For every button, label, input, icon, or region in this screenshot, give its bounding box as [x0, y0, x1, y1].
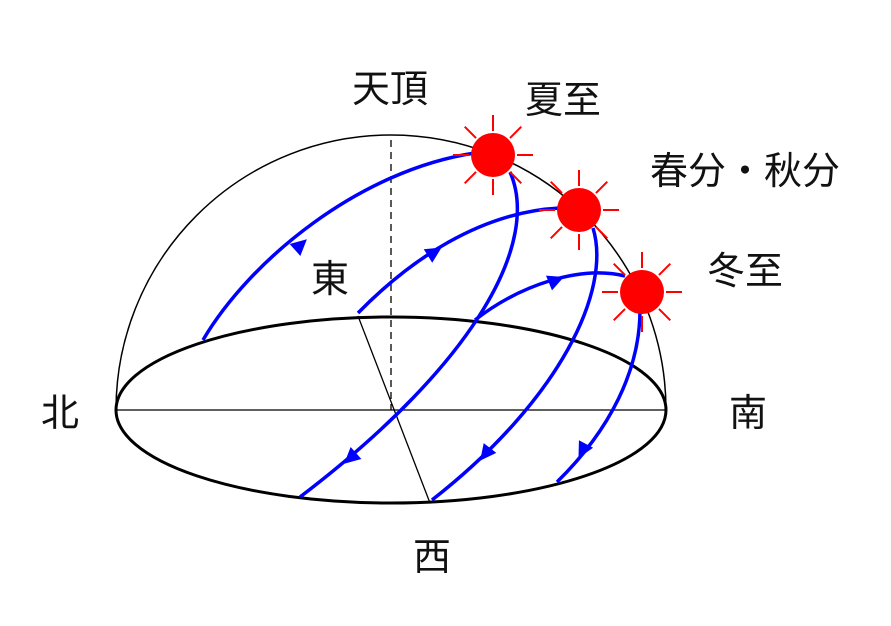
sun-disc	[471, 133, 515, 177]
label-south: 南	[729, 391, 767, 435]
summer-path-rising	[201, 151, 476, 341]
summer-path-setting	[298, 171, 520, 499]
east-west-line	[357, 315, 431, 504]
label-summer-solstice: 夏至	[525, 78, 601, 122]
arrow-icon	[344, 447, 362, 464]
arrow-icon	[289, 239, 307, 256]
sun-ray	[658, 308, 671, 321]
equinox-path-setting	[430, 227, 599, 502]
sun-ray	[550, 226, 563, 239]
sun-disc	[557, 188, 601, 232]
label-north: 北	[41, 391, 79, 435]
sun-ray	[595, 181, 608, 194]
winter-path-setting	[555, 309, 642, 484]
sun-icon-summer	[453, 115, 533, 195]
arrow-icon	[546, 275, 564, 291]
sun-ray	[613, 308, 626, 321]
sun-disc	[620, 270, 664, 314]
arrow-icon	[480, 443, 497, 461]
sun-ray	[658, 263, 671, 276]
sun-ray	[464, 171, 477, 184]
label-equinox: 春分・秋分	[650, 149, 840, 193]
sun-ray	[595, 226, 608, 239]
sun-ray	[509, 171, 522, 184]
label-east: 東	[311, 257, 349, 301]
sun-ray	[550, 181, 563, 194]
sun-icon-equinox	[539, 170, 619, 250]
sun-ray	[509, 126, 522, 139]
equinox-path-rising	[356, 206, 561, 315]
arrow-icon	[578, 440, 594, 459]
sun-ray	[464, 126, 477, 139]
sun-ray	[613, 263, 626, 276]
label-west: 西	[413, 535, 451, 579]
sun-icon-winter	[602, 252, 682, 332]
label-winter-solstice: 冬至	[707, 249, 783, 293]
arrow-icon	[423, 247, 442, 263]
label-zenith: 天頂	[352, 67, 428, 111]
